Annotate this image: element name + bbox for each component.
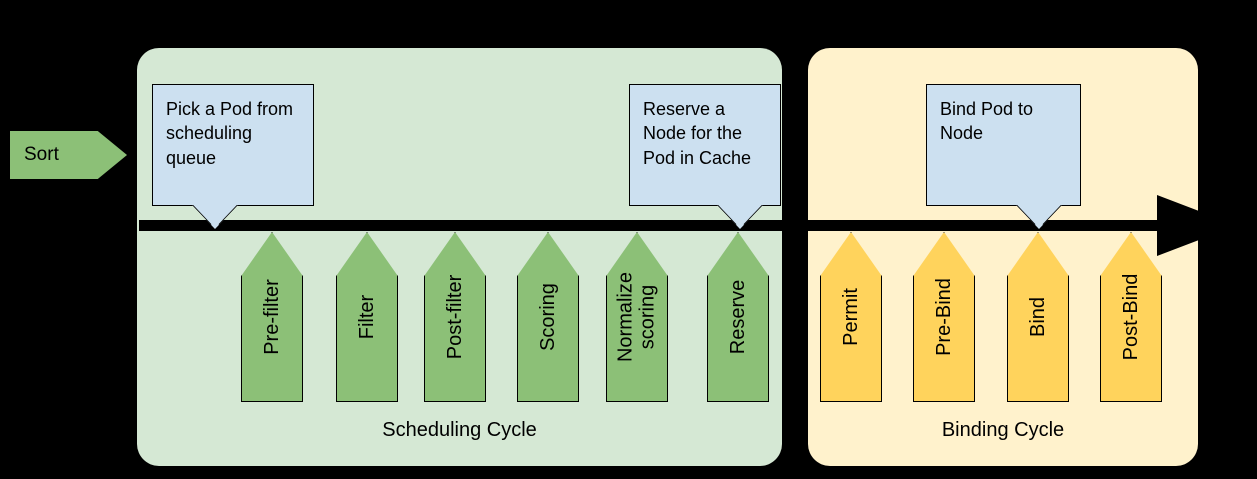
scheduling-cycle-label: Scheduling Cycle <box>382 419 537 441</box>
plugin-reserve: Reserve <box>707 232 769 402</box>
sort-label: Sort <box>24 144 59 165</box>
plugin-label: Bind <box>1026 296 1049 338</box>
plugin-scoring: Scoring <box>517 232 579 402</box>
sort-stage-arrow: Sort <box>10 131 127 179</box>
plugin-label: Filter <box>355 294 378 340</box>
plugin-pre-filter: Pre-filter <box>241 232 303 402</box>
callout-reserve-node: Reserve a Node for the Pod in Cache <box>629 84 781 229</box>
callout-text: Reserve a Node for the Pod in Cache <box>629 84 781 206</box>
plugin-permit: Permit <box>820 232 882 402</box>
plugin-label: Pre-filter <box>260 279 283 355</box>
timeline-bar <box>139 220 1163 231</box>
plugin-post-bind: Post-Bind <box>1100 232 1162 402</box>
callout-text: Bind Pod to Node <box>926 84 1081 206</box>
callout-pick-pod: Pick a Pod from scheduling queue <box>152 84 314 229</box>
plugin-label: Scoring <box>536 283 559 351</box>
plugin-pre-bind: Pre-Bind <box>913 232 975 402</box>
plugin-post-filter: Post-filter <box>424 232 486 402</box>
plugin-label: Pre-Bind <box>932 278 955 356</box>
callout-bind-pod: Bind Pod to Node <box>926 84 1081 229</box>
plugin-label: Normalize scoring <box>614 271 659 363</box>
plugin-filter: Filter <box>336 232 398 402</box>
plugin-label: Permit <box>839 288 862 346</box>
sort-arrow-shape <box>10 131 127 179</box>
plugin-label: Reserve <box>726 279 749 355</box>
binding-cycle-label: Binding Cycle <box>941 419 1065 441</box>
plugin-label: Post-filter <box>443 274 466 360</box>
plugin-bind: Bind <box>1007 232 1069 402</box>
callout-text: Pick a Pod from scheduling queue <box>152 84 314 206</box>
plugin-label: Post-Bind <box>1119 273 1142 361</box>
plugin-normalize-scoring: Normalize scoring <box>606 232 668 402</box>
